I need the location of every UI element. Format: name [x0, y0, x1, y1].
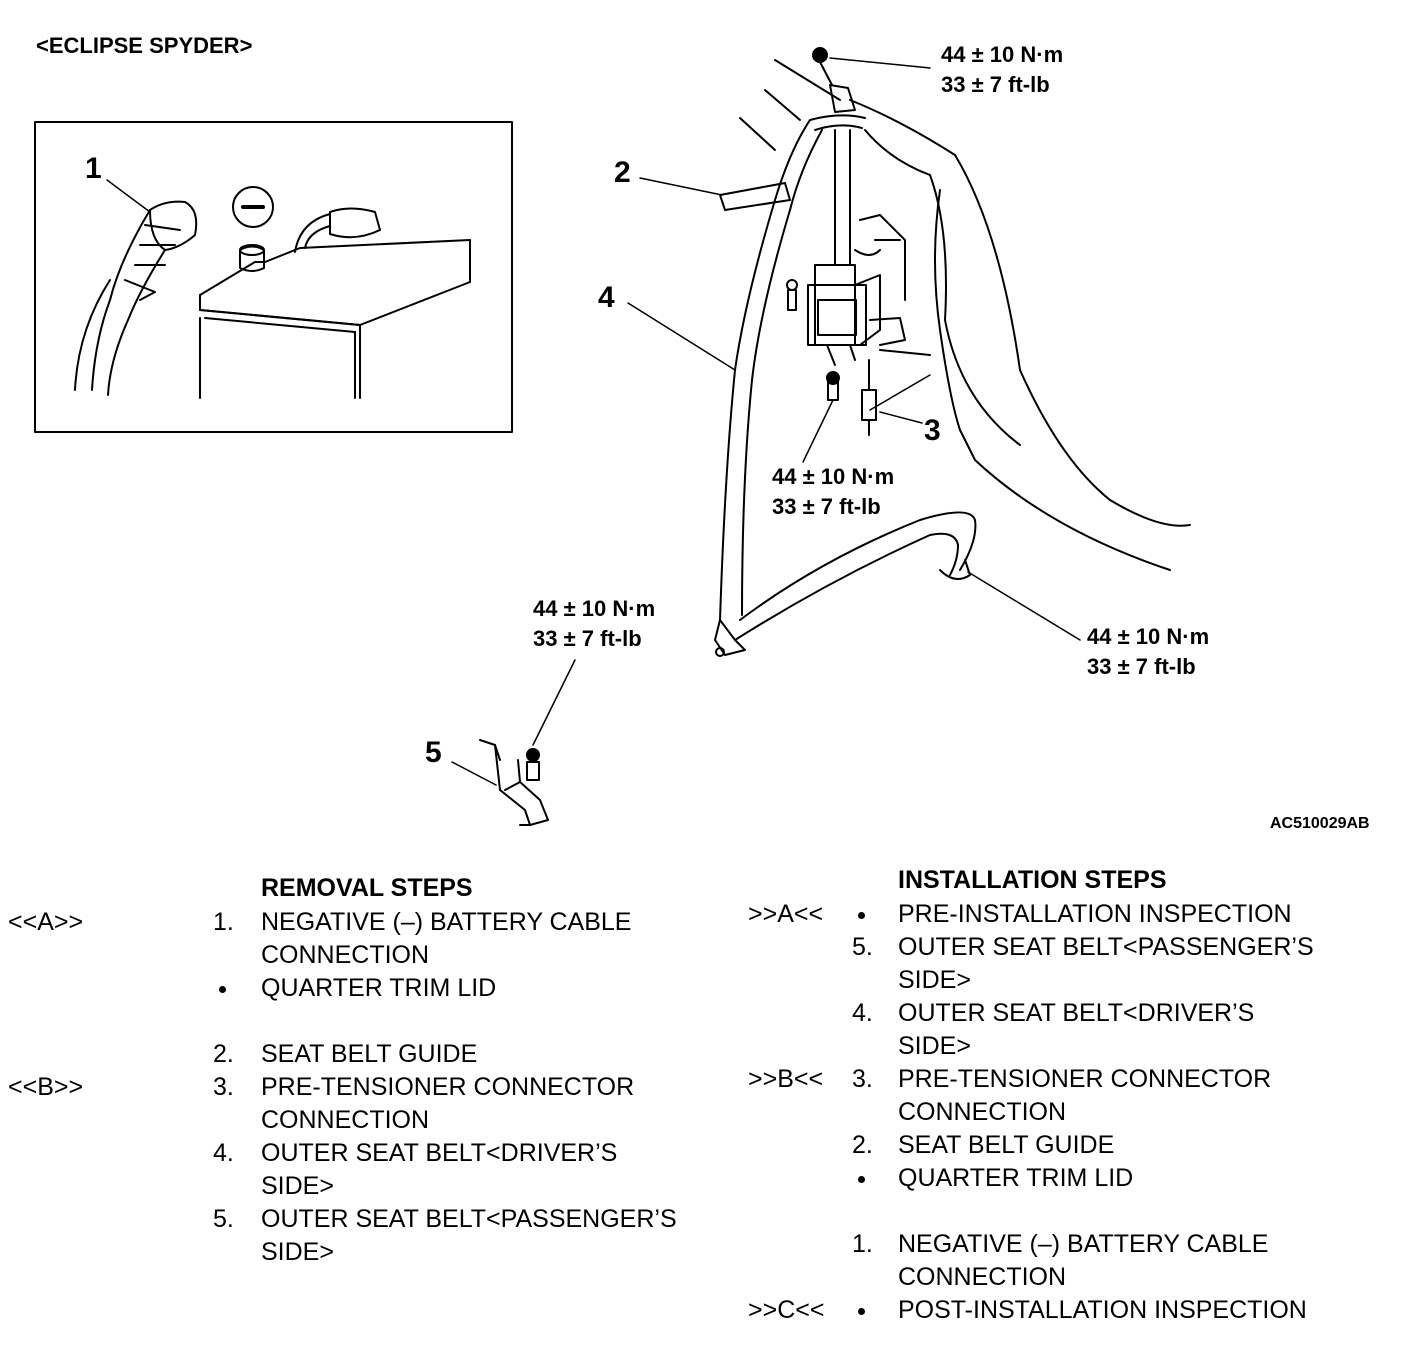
torque-top-ftlb: 33 ± 7 ft-lb: [941, 72, 1050, 97]
seat-belt-assembly: [714, 47, 1191, 657]
bullet-icon: [219, 986, 226, 993]
removal-step-reference: <<B>>: [8, 1073, 84, 1101]
removal-step: <<B>> 3. PRE-TENSIONER CONNECTOR CONNECTION: [8, 1071, 728, 1137]
callout-2: 2: [614, 156, 631, 189]
installation-step: >>C<< POST-INSTALLATION INSPECTION: [748, 1294, 1398, 1327]
torque-middle-ftlb: 33 ± 7 ft-lb: [772, 494, 881, 519]
torque-lower-left-nm: 44 ± 10 N·m: [533, 596, 655, 621]
seat-belt-diagram: 1 2 4 3 5 44 ± 10 N·m 33 ± 7 ft-lb 44 ± …: [34, 42, 1209, 826]
removal-step-text: PRE-TENSIONER CONNECTOR: [261, 1073, 635, 1101]
removal-steps-list: <<A>> 1. NEGATIVE (–) BATTERY CABLE CONNECT…: [8, 906, 728, 1269]
installation-step-text: CONNECTION: [898, 1098, 1067, 1126]
removal-step-text: CONNECTION: [261, 1106, 430, 1134]
removal-step-text: SIDE>: [261, 1238, 334, 1266]
removal-step-text: SEAT BELT GUIDE: [261, 1040, 478, 1068]
torque-lower-right-nm: 44 ± 10 N·m: [1087, 624, 1209, 649]
installation-step: >>A<< PRE-INSTALLATION INSPECTION: [748, 898, 1398, 931]
installation-step-text: SIDE>: [898, 966, 971, 994]
removal-step-text: QUARTER TRIM LID: [261, 974, 497, 1002]
installation-step: QUARTER TRIM LID: [748, 1162, 1398, 1228]
callout-5: 5: [425, 736, 442, 769]
removal-heading: REMOVAL STEPS: [261, 874, 473, 902]
removal-step: <<A>> 1. NEGATIVE (–) BATTERY CABLE CONNECT…: [8, 906, 728, 972]
installation-step: >>B<< 3. PRE-TENSIONER CONNECTOR CONNECTION: [748, 1063, 1398, 1129]
page-title: <ECLIPSE SPYDER>: [36, 33, 253, 58]
installation-step-reference: >>A<<: [748, 900, 824, 928]
installation-step-text: POST-INSTALLATION INSPECTION: [898, 1296, 1307, 1324]
installation-step-text: OUTER SEAT BELT<PASSENGER’S: [898, 933, 1314, 961]
removal-step-number: 2.: [213, 1040, 234, 1068]
callout-4: 4: [598, 281, 615, 314]
installation-step: 1. NEGATIVE (–) BATTERY CABLE CONNECTION: [748, 1228, 1398, 1294]
removal-step: 4. OUTER SEAT BELT<DRIVER’S SIDE>: [8, 1137, 728, 1203]
removal-step-reference: <<A>>: [8, 908, 84, 936]
installation-step: 2. SEAT BELT GUIDE: [748, 1129, 1398, 1162]
installation-step-text: NEGATIVE (–) BATTERY CABLE: [898, 1230, 1269, 1258]
installation-step-text: SIDE>: [898, 1032, 971, 1060]
installation-step: 4. OUTER SEAT BELT<DRIVER’S SIDE>: [748, 997, 1398, 1063]
installation-step-number: 1.: [852, 1230, 873, 1258]
installation-step-number: 2.: [852, 1131, 873, 1159]
installation-step-reference: >>B<<: [748, 1065, 824, 1093]
removal-step-number: 4.: [213, 1139, 234, 1167]
bullet-icon: [858, 1308, 865, 1315]
removal-step-number: 3.: [213, 1073, 234, 1101]
bullet-icon: [858, 1176, 865, 1183]
installation-step-text: QUARTER TRIM LID: [898, 1164, 1134, 1192]
removal-step-text: CONNECTION: [261, 941, 430, 969]
installation-step-number: 5.: [852, 933, 873, 961]
removal-step: 5. OUTER SEAT BELT<PASSENGER’S SIDE>: [8, 1203, 728, 1269]
installation-step-text: OUTER SEAT BELT<DRIVER’S: [898, 999, 1255, 1027]
figure-id: AC510029AB: [1270, 815, 1370, 832]
installation-step-text: PRE-INSTALLATION INSPECTION: [898, 900, 1292, 928]
torque-middle-nm: 44 ± 10 N·m: [772, 464, 894, 489]
floor-anchor-bracket: [479, 739, 549, 826]
installation-step-number: 3.: [852, 1065, 873, 1093]
torque-lower-left-ftlb: 33 ± 7 ft-lb: [533, 626, 642, 651]
installation-step-text: CONNECTION: [898, 1263, 1067, 1291]
torque-top-nm: 44 ± 10 N·m: [941, 42, 1063, 67]
installation-step: 5. OUTER SEAT BELT<PASSENGER’S SIDE>: [748, 931, 1398, 997]
removal-step-text: OUTER SEAT BELT<DRIVER’S: [261, 1139, 618, 1167]
installation-step-text: SEAT BELT GUIDE: [898, 1131, 1115, 1159]
callout-1: 1: [85, 152, 102, 185]
installation-step-text: PRE-TENSIONER CONNECTOR: [898, 1065, 1272, 1093]
installation-heading: INSTALLATION STEPS: [898, 866, 1167, 894]
battery-illustration: [74, 179, 471, 399]
callout-3: 3: [924, 414, 941, 447]
removal-step-number: 1.: [213, 908, 234, 936]
battery-inset-frame: [34, 121, 513, 433]
removal-step-number: 5.: [213, 1205, 234, 1233]
removal-step-text: SIDE>: [261, 1172, 334, 1200]
removal-step-text: OUTER SEAT BELT<PASSENGER’S: [261, 1205, 677, 1233]
removal-step-text: NEGATIVE (–) BATTERY CABLE: [261, 908, 632, 936]
installation-step-reference: >>C<<: [748, 1296, 825, 1324]
removal-step: 2. SEAT BELT GUIDE: [8, 1038, 728, 1071]
removal-step: QUARTER TRIM LID: [8, 972, 728, 1038]
installation-step-number: 4.: [852, 999, 873, 1027]
torque-lower-right-ftlb: 33 ± 7 ft-lb: [1087, 654, 1196, 679]
installation-steps-list: >>A<< PRE-INSTALLATION INSPECTION 5. OUTER …: [748, 898, 1398, 1327]
bullet-icon: [858, 912, 865, 919]
